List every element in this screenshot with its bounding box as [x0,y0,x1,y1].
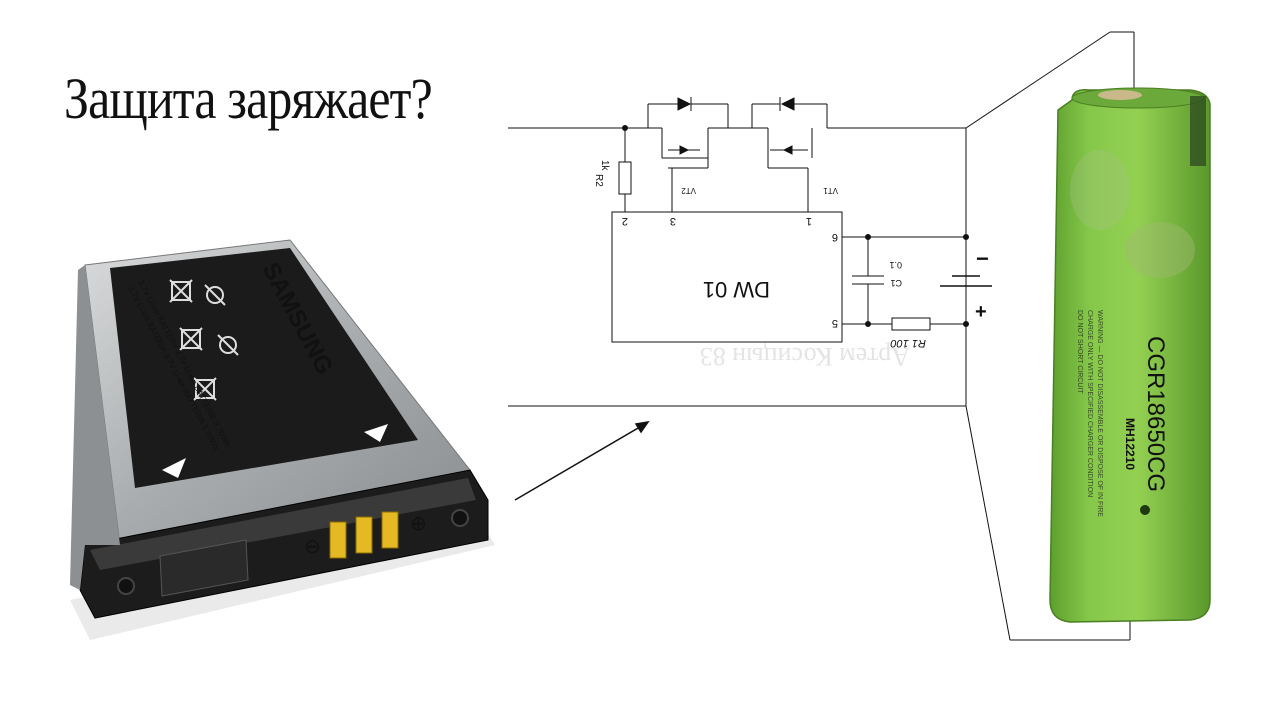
warning-icons [169,279,239,401]
vt1-label: VT1 [823,186,838,195]
c1-name: C1 [890,278,902,288]
cell-code: MH12210 [1123,418,1137,470]
screw [117,577,135,595]
pin-1: 1 [806,215,812,227]
r1-label: R1 100 [890,337,926,349]
plus-label: + [975,301,987,323]
arrow-icon [364,424,388,442]
pin-6: 6 [832,231,838,243]
minus-mark: ⊖ [304,536,321,558]
r2-value: 1k [599,160,610,172]
ic-label: DW 01 [703,277,770,302]
c1-value: 0.1 [889,260,902,270]
battery-contacts [329,511,399,559]
watermark: Артем Косицын 83 [700,342,910,371]
pin-3: 3 [670,215,676,227]
vt2-label: VT2 [681,186,696,195]
screw [451,509,469,527]
minus-label: − [976,246,989,271]
transistor-vt1 [751,97,828,212]
pin-5: 5 [832,317,838,329]
svg-text:WARNING — DO NOT DISASSEMBLE O: WARNING — DO NOT DISASSEMBLE OR DISPOSE … [1096,310,1103,517]
cell-model: CGR18650CG [1142,336,1169,492]
pin-2: 2 [622,215,628,227]
pointer-arrow [514,420,650,501]
page-title: Защита заряжает? [64,66,433,131]
circuit-labels: 2 3 1 6 5 DW 01 VT2 VT1 R2 1k C1 0.1 R1 … [593,160,989,371]
cell-18650: CGR18650CG MH12210 WARNING — DO NOT DISA… [1049,87,1211,623]
transistor-vt2 [647,97,729,212]
resistor-r2 [618,161,632,195]
resistor-r1 [891,317,931,331]
r2-name: R2 [593,174,604,187]
plus-mark: ⊕ [410,513,427,535]
battery-label [110,248,418,488]
arrow-icon [162,458,186,478]
phone-battery: SAMSUNG 3.7V Li-ion BATTERY 3.7V Li-ion … [70,239,495,640]
ic-dw01 [611,211,843,343]
svg-text:CHARGE ONLY WITH SPECIFIED CHA: CHARGE ONLY WITH SPECIFIED CHARGER CONDI… [1086,310,1093,497]
circuit-diagram [508,31,1135,641]
svg-text:DO NOT SHORT CIRCUIT: DO NOT SHORT CIRCUIT [1076,310,1083,394]
